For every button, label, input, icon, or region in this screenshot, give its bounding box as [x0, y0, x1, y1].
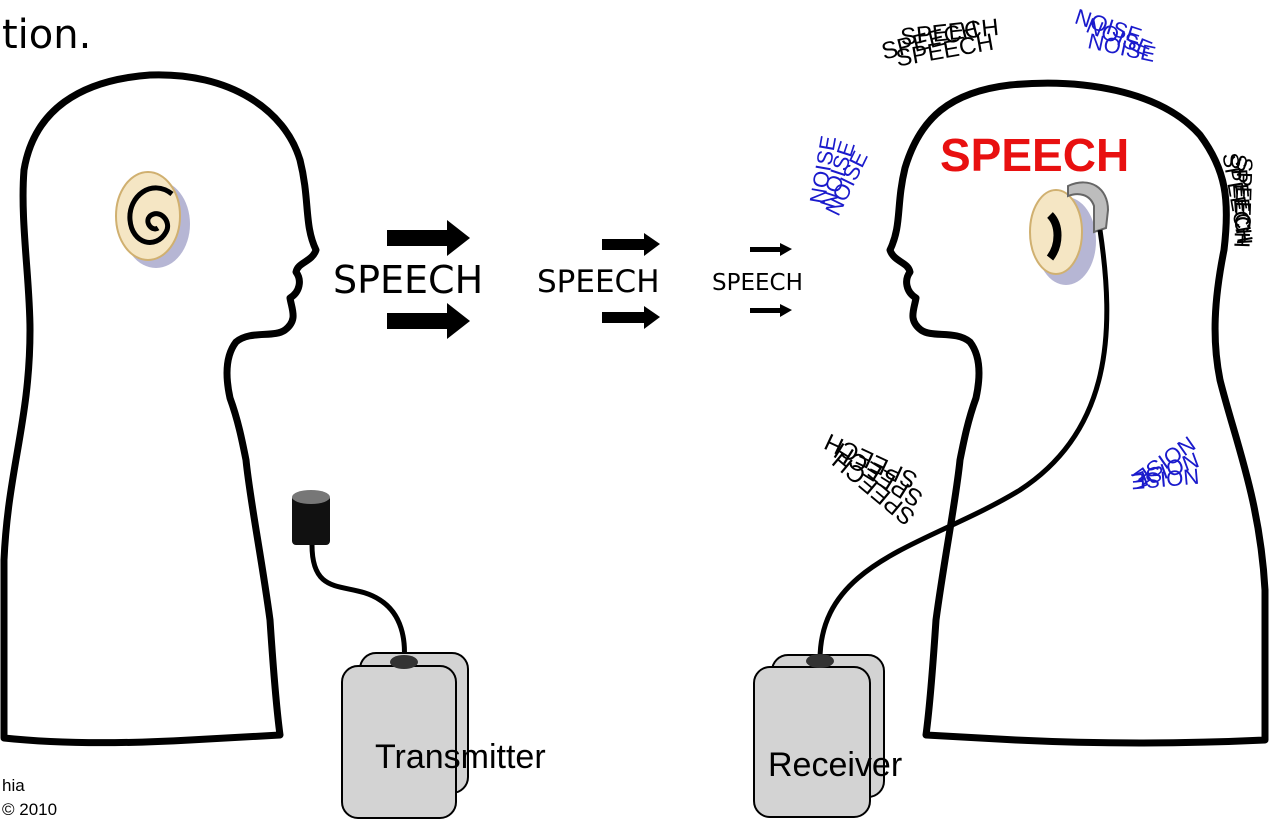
listener-silhouette: [886, 79, 1269, 747]
speech-label-large: SPEECH: [333, 258, 484, 302]
speech-label-medium: SPEECH: [537, 264, 660, 300]
transmitter-device: [341, 652, 469, 819]
speaker-ear-icon: [115, 171, 190, 268]
credit-line-2: © 2010: [2, 800, 58, 819]
receiver-device: [753, 654, 885, 818]
arrow-small-top: [750, 243, 792, 256]
speaker-silhouette: [0, 71, 320, 747]
arrow-small-bottom: [750, 304, 792, 317]
credit-line-1: hia: [2, 776, 25, 795]
noise-label: NOISE: [1130, 464, 1200, 495]
jumbled-speech-label: SPEECH: [1229, 157, 1257, 248]
arrow-large-bottom: [387, 303, 470, 339]
speech-highlight: SPEECH: [940, 129, 1130, 181]
microphone-icon: [292, 490, 330, 545]
arrow-medium-top: [602, 233, 660, 256]
transmitter-label: Transmitter: [375, 738, 546, 776]
listener-ear-icon: [1029, 168, 1150, 286]
arrow-large-top: [387, 220, 470, 256]
transmitter-cord: [309, 544, 407, 663]
speech-label-small: SPEECH: [712, 270, 803, 296]
receiver-label: Receiver: [768, 746, 903, 784]
title-fragment: tion.: [2, 12, 92, 58]
arrow-medium-bottom: [602, 306, 660, 329]
receiver-cord: [817, 229, 1110, 661]
